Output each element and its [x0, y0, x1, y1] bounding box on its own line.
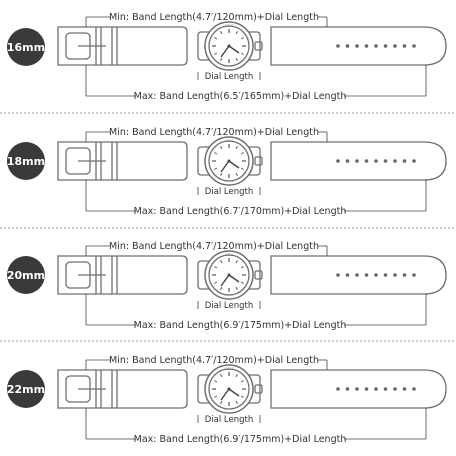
watch-band-drawing: [57, 131, 447, 212]
size-label: 18mm: [7, 155, 45, 168]
min-length-label: Min: Band Length(4.7′/120mm)+Dial Length: [109, 355, 319, 366]
max-length-label: Max: Band Length(6.9′/175mm)+Dial Length: [134, 434, 347, 445]
size-label: 16mm: [7, 41, 45, 54]
size-label: 22mm: [7, 383, 45, 396]
dial-length-label: Dial Length: [205, 72, 254, 82]
min-length-label: Min: Band Length(4.7′/120mm)+Dial Length: [109, 241, 319, 252]
max-length-label: Max: Band Length(6.7′/170mm)+Dial Length: [134, 206, 347, 217]
watch-band-drawing: [57, 359, 447, 440]
min-length-label: Min: Band Length(4.7′/120mm)+Dial Length: [109, 12, 319, 23]
dial-length-label: Dial Length: [205, 301, 254, 311]
panel-16mm: 16mm Min: Band Length(4.7′/120mm)+Dial L…: [7, 12, 447, 102]
max-length-label: Max: Band Length(6.9′/175mm)+Dial Length: [134, 320, 347, 331]
size-label: 20mm: [7, 269, 45, 282]
dial-length-label: Dial Length: [205, 415, 254, 425]
panel-20mm: 20mm Min: Band Length(4.7′/120mm)+Dial L…: [7, 241, 447, 331]
watch-band-drawing: [57, 245, 447, 326]
min-length-label: Min: Band Length(4.7′/120mm)+Dial Length: [109, 127, 319, 138]
max-length-label: Max: Band Length(6.5′/165mm)+Dial Length: [134, 91, 347, 102]
size-badge: [7, 256, 45, 294]
dial-length-label: Dial Length: [205, 187, 254, 197]
size-badge: [7, 28, 45, 66]
panel-22mm: 22mm Min: Band Length(4.7′/120mm)+Dial L…: [7, 355, 447, 445]
size-badge: [7, 142, 45, 180]
panel-18mm: 18mm Min: Band Length(4.7′/120mm)+Dial L…: [7, 127, 447, 217]
watch-band-drawing: [57, 16, 447, 97]
size-badge: [7, 370, 45, 408]
